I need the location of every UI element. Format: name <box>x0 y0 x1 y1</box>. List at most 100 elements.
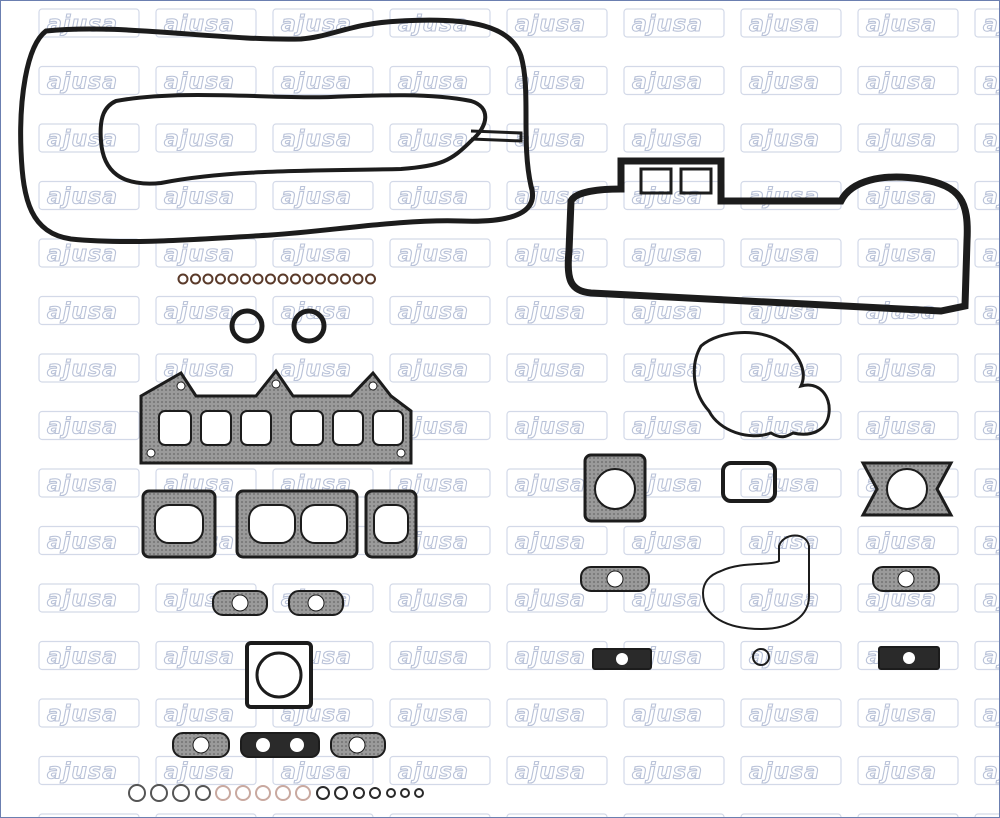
svg-text:ajusa: ajusa <box>47 127 118 152</box>
svg-text:ajusa: ajusa <box>164 185 235 210</box>
svg-text:ajusa: ajusa <box>983 472 1000 497</box>
svg-text:ajusa: ajusa <box>632 12 703 37</box>
svg-text:ajusa: ajusa <box>398 587 469 612</box>
intake-manifold-gasket <box>139 368 413 465</box>
oil-feed-gasket-right <box>872 566 940 592</box>
svg-text:ajusa: ajusa <box>866 242 937 267</box>
svg-text:ajusa: ajusa <box>749 357 820 382</box>
svg-text:ajusa: ajusa <box>632 530 703 555</box>
valve-stem-seal <box>215 273 226 285</box>
washer-and-oring-row <box>128 784 424 802</box>
sealing-ring <box>150 784 168 802</box>
oil-filter-housing-oring <box>701 534 810 631</box>
svg-text:ajusa: ajusa <box>47 587 118 612</box>
svg-text:ajusa: ajusa <box>47 415 118 440</box>
front-cover-gasket <box>564 157 971 315</box>
copper-washer <box>752 648 770 666</box>
svg-text:ajusa: ajusa <box>632 760 703 785</box>
svg-text:ajusa: ajusa <box>47 645 118 670</box>
sealing-ring <box>369 787 381 799</box>
svg-text:ajusa: ajusa <box>164 645 235 670</box>
svg-text:ajusa: ajusa <box>632 127 703 152</box>
svg-text:ajusa: ajusa <box>515 300 586 325</box>
valve-stem-seal <box>327 273 339 285</box>
svg-text:ajusa: ajusa <box>398 817 469 818</box>
svg-text:ajusa: ajusa <box>983 127 1000 152</box>
svg-text:ajusa: ajusa <box>281 70 352 95</box>
svg-text:ajusa: ajusa <box>515 587 586 612</box>
svg-text:ajusa: ajusa <box>983 817 1000 818</box>
svg-text:ajusa: ajusa <box>515 530 586 555</box>
svg-text:ajusa: ajusa <box>983 415 1000 440</box>
svg-text:ajusa: ajusa <box>983 185 1000 210</box>
sealing-ring <box>414 788 424 798</box>
svg-text:ajusa: ajusa <box>749 12 820 37</box>
svg-text:ajusa: ajusa <box>983 587 1000 612</box>
sealing-ring <box>295 785 311 801</box>
sealing-ring <box>128 784 146 802</box>
valve-stem-seal <box>315 273 326 285</box>
svg-text:ajusa: ajusa <box>632 185 703 210</box>
svg-text:ajusa: ajusa <box>983 300 1000 325</box>
turbo-gasket-row <box>172 732 386 758</box>
svg-text:ajusa: ajusa <box>749 127 820 152</box>
svg-text:ajusa: ajusa <box>281 127 352 152</box>
svg-text:ajusa: ajusa <box>398 300 469 325</box>
svg-text:ajusa: ajusa <box>866 817 937 818</box>
svg-text:ajusa: ajusa <box>983 702 1000 727</box>
svg-text:ajusa: ajusa <box>47 472 118 497</box>
sealing-ring <box>334 786 348 800</box>
sealing-ring <box>316 786 330 800</box>
svg-text:ajusa: ajusa <box>632 357 703 382</box>
svg-text:ajusa: ajusa <box>515 242 586 267</box>
valve-stem-seal <box>202 273 214 285</box>
svg-text:ajusa: ajusa <box>47 300 118 325</box>
svg-text:ajusa: ajusa <box>164 127 235 152</box>
svg-text:ajusa: ajusa <box>515 415 586 440</box>
sealing-ring <box>400 788 410 798</box>
sealing-ring <box>386 788 396 798</box>
svg-text:ajusa: ajusa <box>515 12 586 37</box>
svg-text:ajusa: ajusa <box>866 12 937 37</box>
svg-text:ajusa: ajusa <box>983 645 1000 670</box>
svg-text:ajusa: ajusa <box>164 300 235 325</box>
svg-text:ajusa: ajusa <box>866 357 937 382</box>
svg-text:ajusa: ajusa <box>281 760 352 785</box>
svg-text:ajusa: ajusa <box>47 70 118 95</box>
svg-text:ajusa: ajusa <box>398 127 469 152</box>
svg-text:ajusa: ajusa <box>47 817 118 818</box>
svg-text:ajusa: ajusa <box>983 357 1000 382</box>
svg-text:ajusa: ajusa <box>164 242 235 267</box>
svg-text:ajusa: ajusa <box>164 70 235 95</box>
svg-text:ajusa: ajusa <box>281 357 352 382</box>
sealing-ring <box>172 784 190 802</box>
svg-text:ajusa: ajusa <box>632 702 703 727</box>
valve-stem-seal <box>302 273 314 285</box>
svg-text:ajusa: ajusa <box>749 472 820 497</box>
svg-text:ajusa: ajusa <box>164 760 235 785</box>
svg-text:ajusa: ajusa <box>632 242 703 267</box>
valve-stem-seal <box>340 273 351 285</box>
svg-text:ajusa: ajusa <box>749 242 820 267</box>
svg-text:ajusa: ajusa <box>866 760 937 785</box>
svg-text:ajusa: ajusa <box>398 70 469 95</box>
svg-text:ajusa: ajusa <box>281 185 352 210</box>
svg-text:ajusa: ajusa <box>47 760 118 785</box>
svg-text:ajusa: ajusa <box>47 530 118 555</box>
svg-text:ajusa: ajusa <box>749 70 820 95</box>
oil-return-gasket-left <box>592 648 652 670</box>
valve-stem-seal <box>290 273 301 285</box>
svg-text:ajusa: ajusa <box>749 817 820 818</box>
svg-text:ajusa: ajusa <box>515 760 586 785</box>
svg-text:ajusa: ajusa <box>632 587 703 612</box>
valve-stem-seal <box>177 273 189 285</box>
valve-cover-gasket <box>18 17 535 245</box>
svg-text:ajusa: ajusa <box>281 817 352 818</box>
svg-text:ajusa: ajusa <box>398 242 469 267</box>
turbo-outlet-gasket <box>860 461 954 517</box>
svg-text:ajusa: ajusa <box>866 70 937 95</box>
svg-text:ajusa: ajusa <box>983 70 1000 95</box>
svg-text:ajusa: ajusa <box>749 702 820 727</box>
crankshaft-seal-pair <box>229 308 327 344</box>
